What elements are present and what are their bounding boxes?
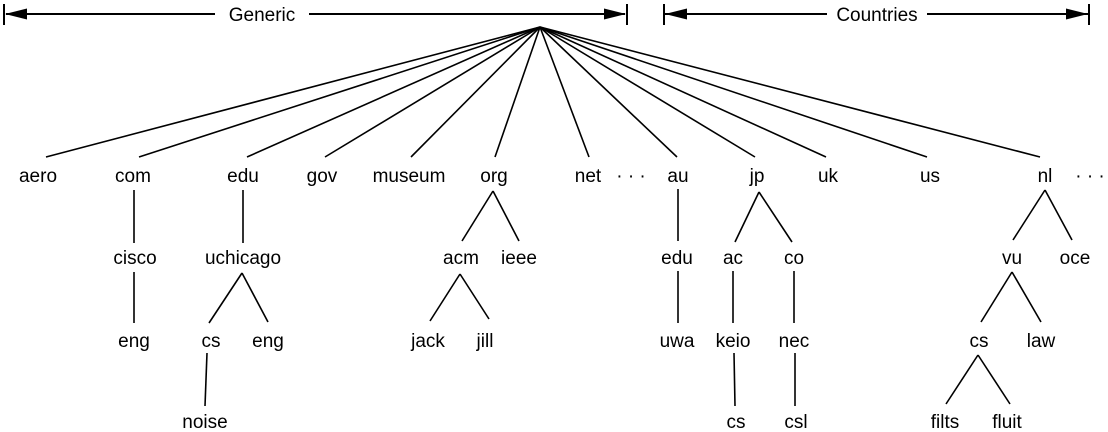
countries-left-arrowhead-icon — [665, 8, 687, 20]
node-nec: nec — [779, 331, 810, 352]
node-uwa: uwa — [660, 331, 695, 352]
generic-label-background — [215, 2, 309, 26]
edge-vu-law — [1011, 271, 1042, 323]
node-eng-cisco: eng — [118, 331, 150, 352]
edge-keio-cs — [733, 352, 736, 407]
node-ieee: ieee — [501, 248, 537, 269]
generic-span-bracket: Generic — [3, 2, 628, 26]
edge-jp-co — [758, 191, 793, 243]
subtree-edges — [133, 189, 1073, 407]
countries-label: Countries — [836, 5, 917, 26]
second-level-domain-labels: cisco uchicago acm ieee edu ac co vu oce — [113, 248, 1090, 269]
node-ac: ac — [723, 248, 743, 269]
edge-root-com — [138, 26, 541, 158]
node-uchicago: uchicago — [205, 248, 281, 269]
node-csl: csl — [784, 412, 807, 432]
node-filts: filts — [931, 412, 960, 432]
edge-root-net — [539, 26, 590, 158]
edge-root-gov — [324, 26, 541, 158]
edge-nl-vu — [1012, 189, 1046, 241]
node-us: us — [920, 166, 940, 187]
generic-label: Generic — [229, 5, 296, 26]
node-jp: jp — [749, 166, 765, 187]
edge-acm-jill — [459, 273, 490, 320]
node-fluit: fluit — [992, 412, 1022, 432]
edge-root-au — [539, 26, 678, 158]
countries-label-background — [827, 2, 927, 26]
node-keio: keio — [716, 331, 751, 352]
node-cs-keio: cs — [727, 412, 746, 432]
ellipsis-countries: · · · — [1075, 166, 1105, 187]
edge-cs-noise — [204, 352, 208, 407]
generic-right-arrowhead-icon — [604, 8, 626, 20]
edge-root-us — [539, 26, 928, 158]
node-eng-uchicago: eng — [252, 331, 284, 352]
edge-root-org — [494, 26, 541, 158]
node-uk: uk — [818, 166, 839, 187]
edge-root-jp — [539, 26, 756, 158]
edge-org-acm — [461, 190, 494, 242]
fourth-level-domain-labels: noise cs csl filts fluit — [182, 412, 1022, 432]
node-net: net — [575, 166, 602, 187]
edge-vu-cs — [980, 271, 1013, 323]
node-com: com — [115, 166, 151, 187]
node-gov: gov — [307, 166, 338, 187]
node-noise: noise — [182, 412, 227, 432]
edge-cs-filts — [945, 354, 979, 405]
edge-nl-oce — [1044, 189, 1073, 241]
node-law: law — [1027, 331, 1056, 352]
edge-uchicago-eng — [241, 272, 269, 323]
node-cs-vu: cs — [970, 331, 989, 352]
edge-root-aero — [45, 26, 541, 158]
node-oce: oce — [1060, 248, 1091, 269]
edge-org-ieee — [492, 190, 520, 242]
node-jill: jill — [476, 331, 494, 352]
countries-right-arrowhead-icon — [1066, 8, 1088, 20]
edge-root-nl — [539, 26, 1041, 158]
node-cisco: cisco — [113, 248, 156, 269]
node-edu: edu — [227, 166, 259, 187]
node-acm: acm — [443, 248, 479, 269]
node-vu: vu — [1002, 248, 1022, 269]
generic-left-arrowhead-icon — [5, 8, 27, 20]
edge-root-uk — [539, 26, 827, 158]
node-museum: museum — [373, 166, 446, 187]
node-aero: aero — [19, 166, 57, 187]
node-org: org — [480, 166, 507, 187]
edge-jp-ac — [734, 191, 760, 243]
edge-acm-jack — [429, 273, 461, 322]
node-edu-au: edu — [661, 248, 693, 269]
node-cs-uchicago: cs — [202, 331, 221, 352]
root-fan-edges — [45, 26, 1041, 158]
top-level-domain-labels: aero com edu gov museum org net · · · au… — [19, 166, 1105, 187]
countries-span-bracket: Countries — [663, 2, 1090, 26]
node-nl: nl — [1038, 166, 1053, 187]
node-jack: jack — [410, 331, 445, 352]
edge-root-museum — [410, 26, 541, 158]
third-level-domain-labels: eng cs eng jack jill uwa keio nec cs law — [118, 331, 1055, 352]
node-au: au — [667, 166, 688, 187]
node-co: co — [784, 248, 804, 269]
ellipsis-generic: · · · — [616, 166, 646, 187]
edge-cs-fluit — [977, 354, 1011, 405]
edge-root-edu — [246, 26, 541, 158]
edge-uchicago-cs — [208, 272, 243, 324]
